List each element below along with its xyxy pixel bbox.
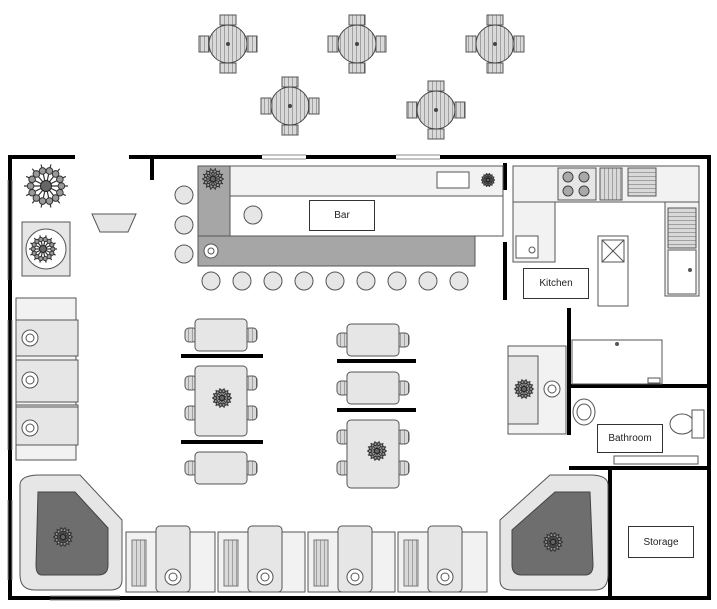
bar-stool bbox=[201, 271, 221, 291]
table-plant bbox=[212, 388, 232, 408]
dining-table bbox=[336, 419, 410, 489]
bar-stool bbox=[174, 244, 194, 264]
booth bbox=[217, 525, 306, 593]
bar-stool bbox=[418, 271, 438, 291]
table-plant bbox=[367, 441, 387, 461]
bar-stool bbox=[325, 271, 345, 291]
patio-area bbox=[198, 14, 525, 140]
window-segments bbox=[7, 154, 440, 601]
patio-chair bbox=[281, 76, 299, 88]
bar-stool bbox=[387, 271, 407, 291]
patio-table-set bbox=[465, 14, 525, 74]
patio-chair bbox=[348, 14, 366, 26]
bathroom-label: Bathroom bbox=[597, 424, 663, 453]
patio-chair bbox=[348, 62, 366, 74]
storage-label: Storage bbox=[628, 526, 694, 558]
bar-stool bbox=[449, 271, 469, 291]
booth bbox=[15, 297, 79, 369]
patio-chair bbox=[327, 35, 339, 53]
patio-chair bbox=[219, 14, 237, 26]
booth-plant bbox=[514, 379, 534, 399]
kitchen-equipment bbox=[512, 165, 700, 385]
table-top bbox=[194, 451, 248, 485]
bar-stool bbox=[263, 271, 283, 291]
bar-stool bbox=[232, 271, 252, 291]
table-top bbox=[194, 318, 248, 352]
patio-chair bbox=[260, 97, 272, 115]
bar-stool bbox=[174, 215, 194, 235]
patio-table-set bbox=[260, 76, 320, 136]
patio-chair bbox=[198, 35, 210, 53]
patio-chair bbox=[465, 35, 477, 53]
patio-chair bbox=[246, 35, 258, 53]
booth-plate bbox=[21, 371, 39, 389]
dining-table bbox=[336, 323, 410, 357]
patio-table-set bbox=[327, 14, 387, 74]
patio-chair bbox=[513, 35, 525, 53]
bar-label: Bar bbox=[309, 200, 375, 231]
bar-plant bbox=[202, 168, 224, 190]
patio-table-set bbox=[198, 14, 258, 74]
patio-chair bbox=[406, 101, 418, 119]
bar-stool bbox=[356, 271, 376, 291]
patio-chair bbox=[219, 62, 237, 74]
patio-chair bbox=[454, 101, 466, 119]
booth bbox=[397, 525, 488, 593]
large-plant bbox=[24, 164, 68, 208]
exterior-walls bbox=[8, 155, 711, 600]
table-top bbox=[346, 323, 400, 357]
bar-plant bbox=[481, 173, 495, 187]
patio-chair bbox=[375, 35, 387, 53]
bottom-booths bbox=[125, 525, 488, 593]
patio-table-set bbox=[406, 80, 466, 140]
table-top bbox=[346, 371, 400, 405]
kitchen-label: Kitchen bbox=[523, 268, 589, 299]
bar-stool bbox=[174, 185, 194, 205]
patio-chair bbox=[427, 128, 445, 140]
patio-chair bbox=[486, 62, 504, 74]
corner-plant bbox=[53, 527, 73, 547]
patio-chair bbox=[486, 14, 504, 26]
booth-plate bbox=[21, 419, 39, 437]
bar-stool bbox=[294, 271, 314, 291]
table-top bbox=[346, 419, 400, 489]
patio-chair bbox=[281, 124, 299, 136]
decorative-plants bbox=[24, 164, 563, 552]
booth bbox=[307, 525, 396, 593]
booth bbox=[125, 525, 216, 593]
dining-table bbox=[336, 371, 410, 405]
potted-plant bbox=[29, 235, 57, 263]
bar-stools bbox=[174, 185, 469, 291]
patio-chair bbox=[427, 80, 445, 92]
patio-chair bbox=[308, 97, 320, 115]
bathroom-fixtures bbox=[572, 398, 705, 465]
dining-tables bbox=[181, 318, 416, 489]
dining-table bbox=[184, 451, 258, 485]
left-booths bbox=[15, 297, 79, 461]
corner-plant bbox=[543, 532, 563, 552]
dining-table bbox=[184, 318, 258, 352]
